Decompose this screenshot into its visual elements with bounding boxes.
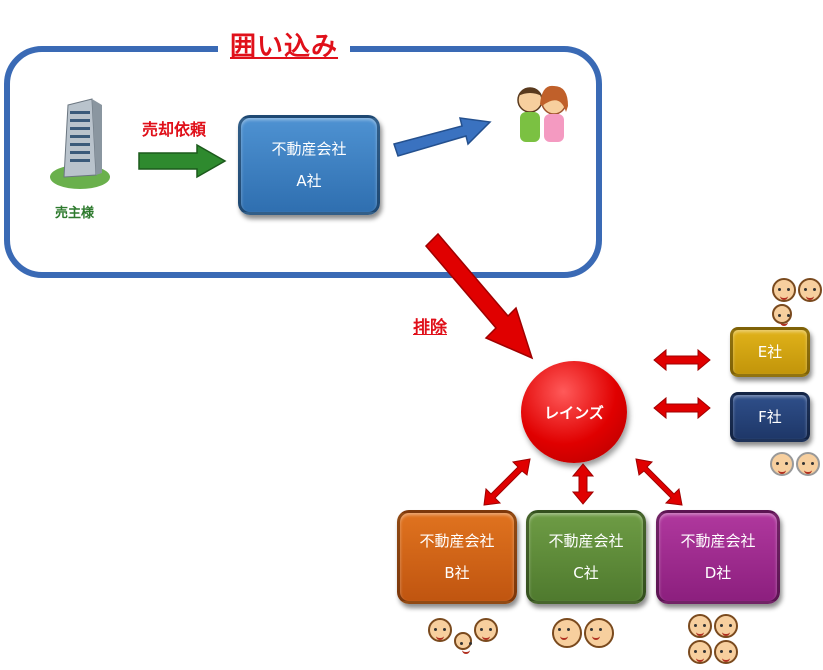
exclusion-label: 排除 xyxy=(413,318,447,338)
company-e-label: E社 xyxy=(757,343,783,361)
company-d-line1: 不動産会社 xyxy=(680,532,756,550)
couple-icon-c xyxy=(552,618,614,648)
double-arrow-f xyxy=(653,396,711,420)
couple-icon xyxy=(517,85,568,142)
double-arrow-b xyxy=(483,458,531,506)
parent-baby-icon xyxy=(428,618,498,654)
green-arrow xyxy=(138,143,227,179)
company-c-line2: C社 xyxy=(573,564,599,582)
company-f-box: F社 xyxy=(730,392,810,442)
blue-arrow xyxy=(393,117,492,157)
double-arrow-d xyxy=(635,458,683,506)
company-b-line2: B社 xyxy=(444,564,470,582)
enclosure-title: 囲い込み xyxy=(218,26,351,63)
double-arrow-e xyxy=(653,348,711,372)
building-icon xyxy=(50,98,110,189)
company-c-box: 不動産会社 C社 xyxy=(526,510,646,604)
company-a-line1: 不動産会社 xyxy=(271,140,347,158)
company-d-line2: D社 xyxy=(704,564,732,582)
company-f-label: F社 xyxy=(758,408,782,426)
company-d-box: 不動産会社 D社 xyxy=(656,510,780,604)
double-arrow-c xyxy=(571,463,595,505)
elderly-couple-icon xyxy=(770,452,820,476)
reins-circle: レインズ xyxy=(521,361,627,463)
company-a-box: 不動産会社 A社 xyxy=(238,115,380,215)
company-a-line2: A社 xyxy=(296,172,322,190)
family-icon-d xyxy=(688,614,748,664)
company-e-box: E社 xyxy=(730,327,810,377)
sale-request-label: 売却依頼 xyxy=(142,120,207,139)
company-b-line1: 不動産会社 xyxy=(419,532,495,550)
family-icon-e xyxy=(772,278,823,326)
reins-label: レインズ xyxy=(544,403,604,422)
company-c-line1: 不動産会社 xyxy=(548,532,624,550)
seller-label: 売主様 xyxy=(55,206,95,221)
exclusion-arrow xyxy=(424,232,534,360)
company-b-box: 不動産会社 B社 xyxy=(397,510,517,604)
